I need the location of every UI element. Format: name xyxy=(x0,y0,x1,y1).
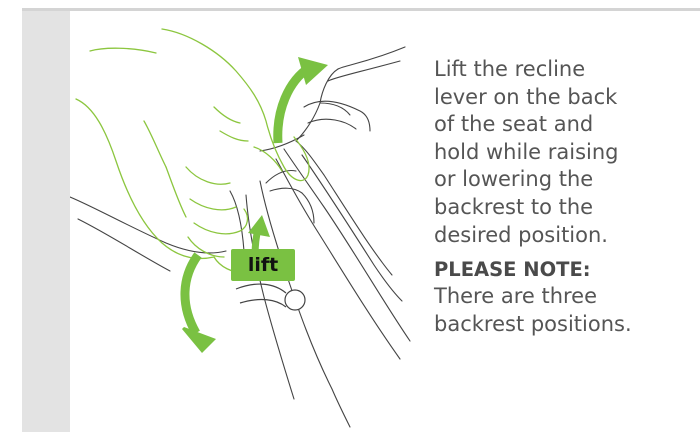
curved-arrow-down-icon xyxy=(182,255,216,353)
recline-lever-icon xyxy=(236,284,305,310)
note-text: There are three backrest positions. xyxy=(434,283,698,338)
instruction-text-block: Lift the recline lever on the back of th… xyxy=(434,56,698,338)
lift-label: lift xyxy=(231,249,295,281)
recline-illustration xyxy=(70,11,430,432)
note-heading: PLEASE NOTE: xyxy=(434,257,698,283)
instruction-body: Lift the recline lever on the back of th… xyxy=(434,56,698,249)
side-band xyxy=(22,8,70,432)
seat-backrest-icon xyxy=(70,47,410,427)
